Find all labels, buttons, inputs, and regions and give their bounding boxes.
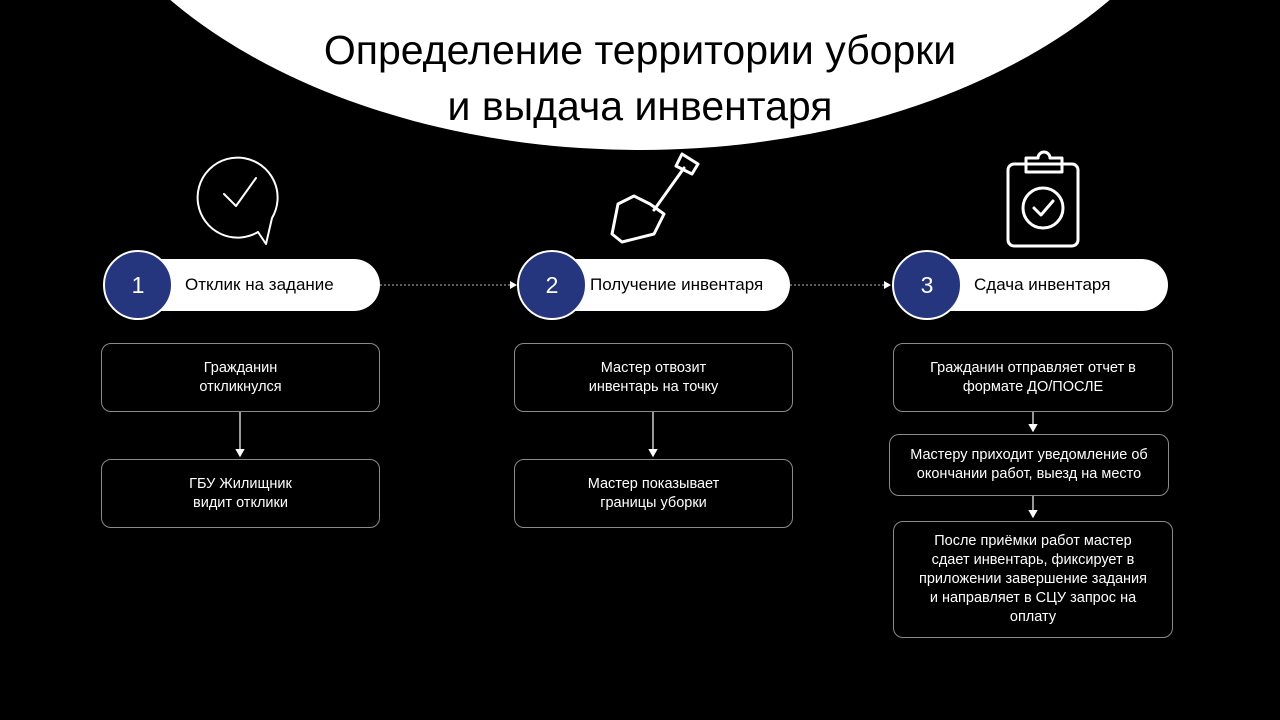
step-1-box-2: ГБУ Жилищник видит отклики <box>101 459 380 528</box>
clipboard-check-icon <box>1006 150 1080 248</box>
step-3-box-1: Гражданин отправляет отчет в формате ДО/… <box>893 343 1173 412</box>
step-1-number: 1 <box>131 271 145 298</box>
step-2-label: Получение инвентаря <box>590 275 764 294</box>
shovel-icon <box>610 152 700 244</box>
step-3-box-3: После приёмки работ мастер сдает инвента… <box>893 521 1173 638</box>
step-1-number-badge: 1 <box>103 250 173 320</box>
step-3-box-2: Мастеру приходит уведомление об окончани… <box>889 434 1169 496</box>
page-title: Определение территории уборки и выдача и… <box>240 22 1040 134</box>
step-1-box-1: Гражданин откликнулся <box>101 343 380 412</box>
step-3-number: 3 <box>920 271 934 298</box>
step-2-number: 2 <box>545 271 559 298</box>
page-title-line-1: Определение территории уборки <box>323 27 957 73</box>
step-2-number-badge: 2 <box>517 250 587 320</box>
chat-check-icon <box>196 156 279 245</box>
step-1-label: Отклик на задание <box>185 275 334 294</box>
step-2-box-2: Мастер показывает границы уборки <box>514 459 793 528</box>
page-title-line-2: и выдача инвентаря <box>447 83 833 129</box>
step-3-label: Сдача инвентаря <box>974 275 1111 294</box>
step-2-box-1: Мастер отвозит инвентарь на точку <box>514 343 793 412</box>
step-3-number-badge: 3 <box>892 250 962 320</box>
